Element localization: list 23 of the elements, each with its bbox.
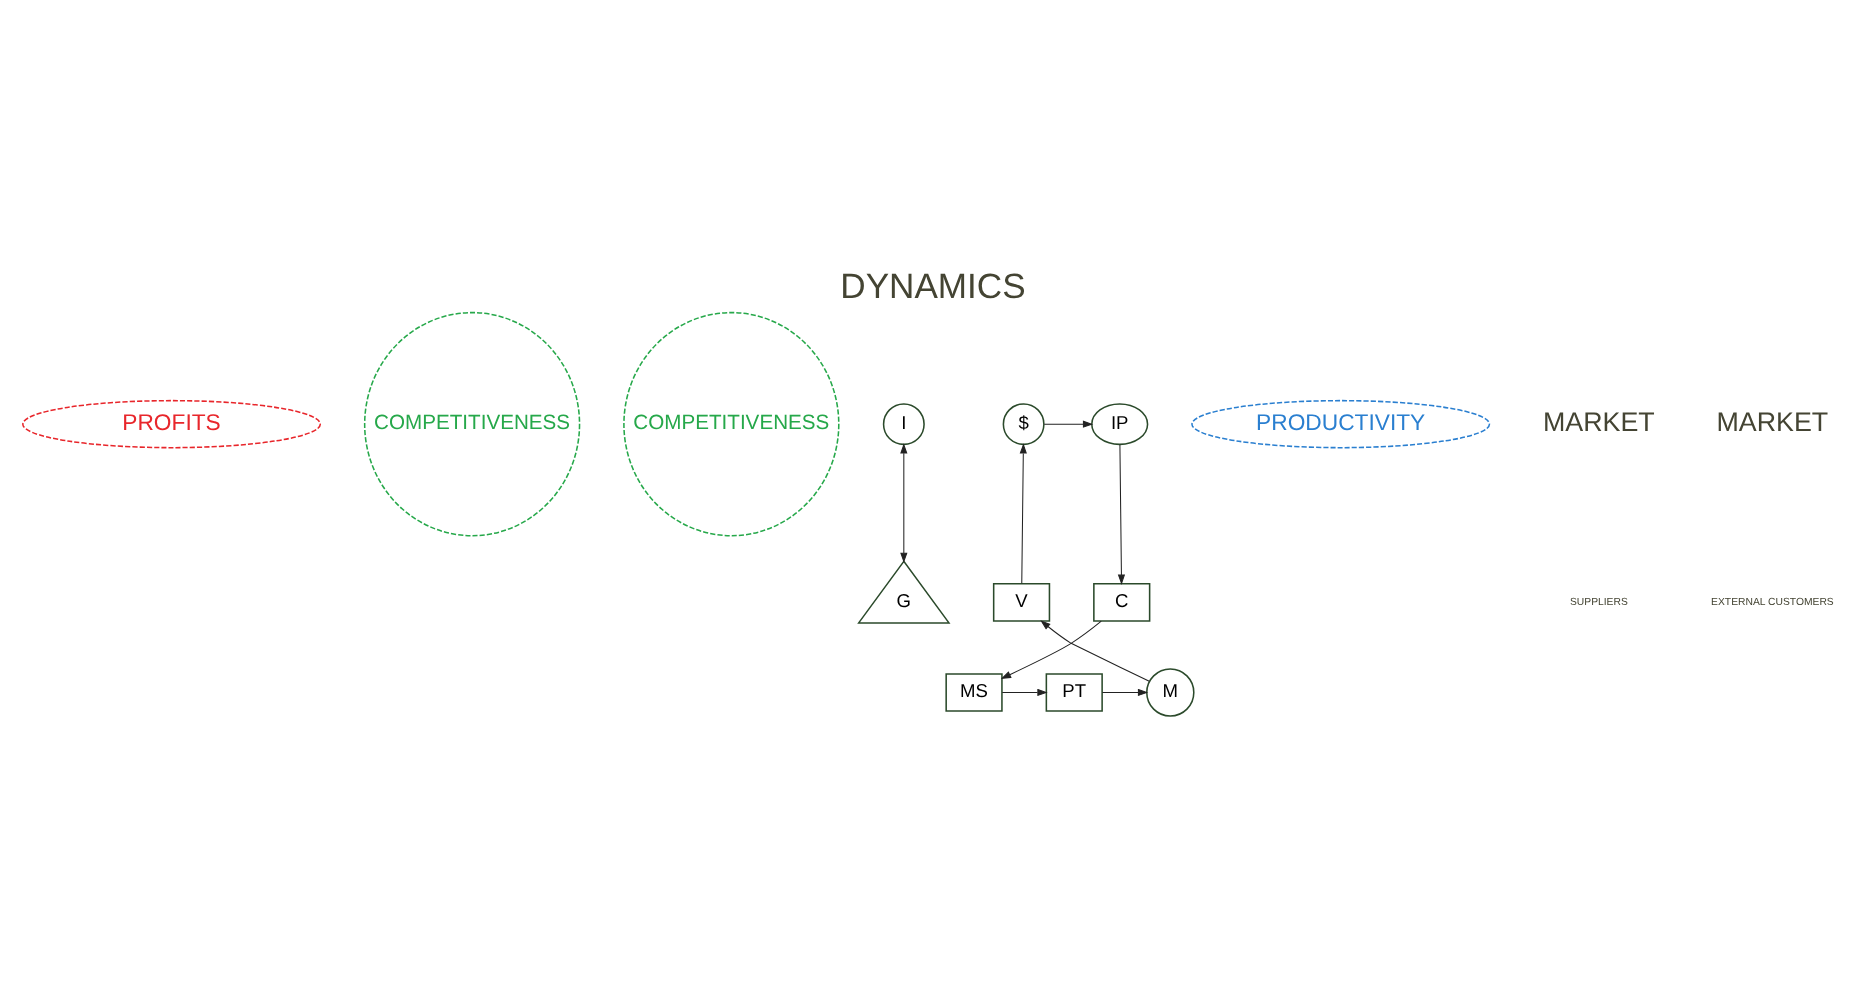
- arrow: [1000, 620, 1102, 679]
- node-circle: $: [1002, 403, 1045, 446]
- node-circle: I: [882, 403, 925, 446]
- node-circle: COMPETITIVENESS: [363, 311, 581, 537]
- node-ellipse: PRODUCTIVITY: [1191, 399, 1491, 449]
- arrow: [1019, 443, 1027, 584]
- node-ellipse: IP: [1091, 403, 1149, 446]
- arrow: [900, 443, 908, 564]
- node-box: MS: [945, 673, 1003, 712]
- arrow: [1101, 688, 1149, 697]
- node-box: C: [1093, 583, 1151, 622]
- node-ellipse: PROFITS: [22, 399, 322, 449]
- node-box: V: [992, 583, 1051, 622]
- arrow: [1117, 444, 1126, 585]
- node-circle: COMPETITIVENESS: [623, 311, 840, 537]
- diagram-title: DYNAMICS: [840, 266, 1026, 307]
- label: MARKET: [1716, 406, 1829, 437]
- arrow: [1001, 688, 1048, 697]
- arrow: [1043, 420, 1094, 428]
- node-circle: M: [1146, 668, 1195, 717]
- arrow: [1040, 620, 1150, 682]
- label: MARKET: [1543, 406, 1655, 437]
- node-box: PT: [1045, 673, 1103, 712]
